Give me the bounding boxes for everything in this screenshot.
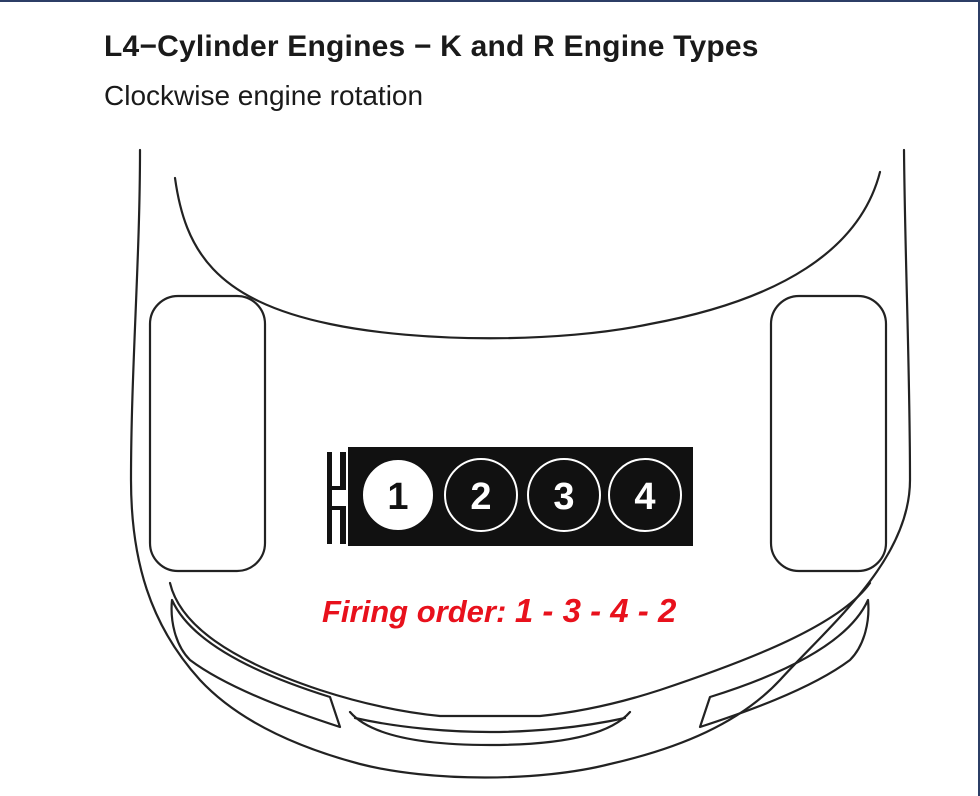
cylinder-1-label: 1 xyxy=(387,476,408,518)
right-frame-rule xyxy=(978,0,980,796)
crank-pulley-bracket xyxy=(327,452,346,544)
grille-center-lower xyxy=(353,716,627,734)
firing-order-label: Firing order: xyxy=(322,594,507,629)
top-frame-rule xyxy=(0,0,980,2)
cylinder-2 xyxy=(444,458,518,532)
grille-center xyxy=(348,710,632,747)
cylinder-1 xyxy=(361,458,435,532)
bumper-outer xyxy=(168,581,872,718)
firing-order-caption: Firing order: 1 - 3 - 4 - 2 xyxy=(322,592,676,630)
cylinder-3-label: 3 xyxy=(553,476,574,518)
cylinder-4 xyxy=(608,458,682,532)
windshield-line xyxy=(173,170,882,340)
cylinder-4-label: 4 xyxy=(634,476,655,518)
cylinder-3 xyxy=(527,458,601,532)
cylinders-group: 1 2 3 4 xyxy=(361,458,682,532)
car-body-outline xyxy=(129,148,912,779)
right-wheel-well xyxy=(769,294,888,573)
cylinder-2-label: 2 xyxy=(470,476,491,518)
firing-order-sequence: 1 - 3 - 4 - 2 xyxy=(514,592,677,629)
page-title: L4−Cylinder Engines − K and R Engine Typ… xyxy=(104,30,759,63)
bumper-inner-right xyxy=(698,598,870,729)
left-wheel-well xyxy=(148,294,267,573)
page-subtitle: Clockwise engine rotation xyxy=(104,80,424,111)
bumper-inner xyxy=(170,598,342,729)
